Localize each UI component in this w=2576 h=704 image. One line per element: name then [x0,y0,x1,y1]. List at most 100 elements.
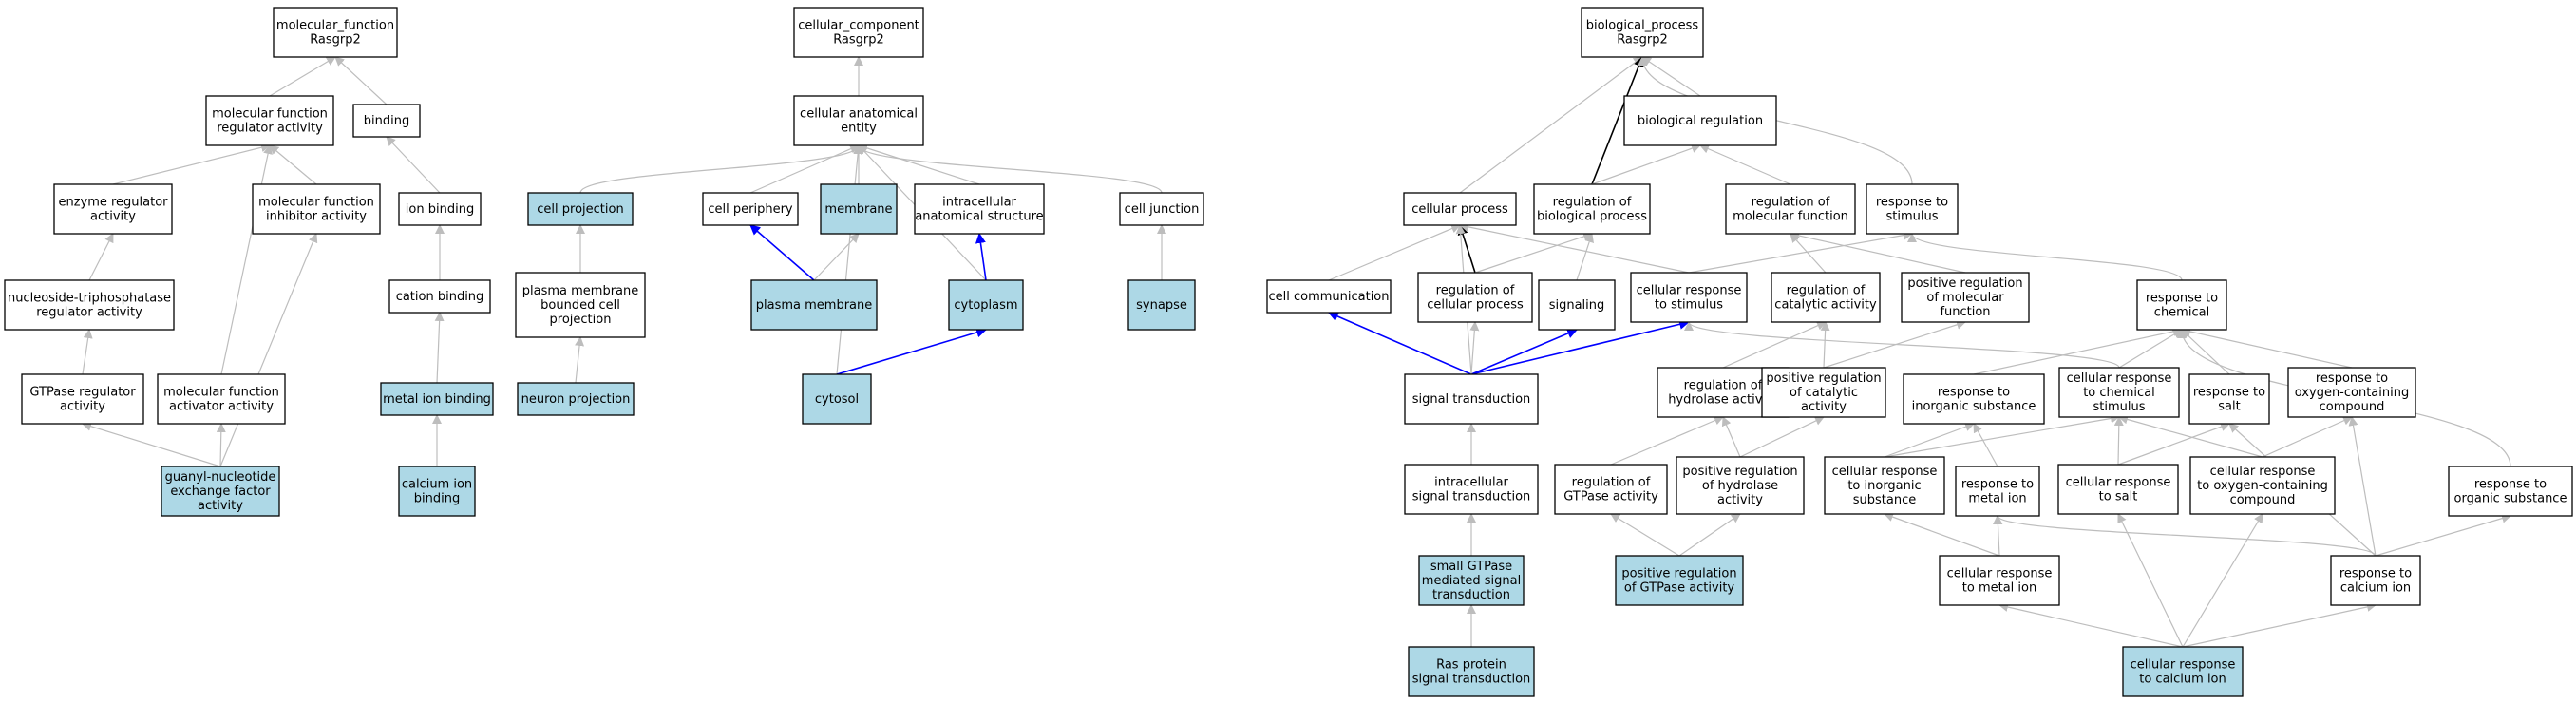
node-label: activity [60,400,105,414]
node-label: regulator activity [217,122,323,136]
node-box [21,373,144,425]
node-plasma-membrane[interactable]: plasma membrane [750,279,878,331]
node-cytoplasm[interactable]: cytoplasm [948,279,1024,331]
node-label: cellular response [1832,465,1938,479]
node-box [1538,279,1616,331]
edge-plasma_membrane-to-cell_periphery [749,224,815,281]
node-cell-junction[interactable]: cell junction [1119,192,1204,226]
node-box [1418,555,1525,606]
node-box [1404,373,1539,425]
node-label: salt [2218,400,2240,414]
node-cell-comm[interactable]: cell communication [1266,279,1392,314]
edge-signaling-to-reg_bp [1576,233,1594,281]
node-label: cellular response [2066,476,2171,490]
node-label: plasma membrane [522,284,639,298]
node-binding[interactable]: binding [352,104,421,138]
node-ion-binding[interactable]: ion binding [398,192,482,226]
edge-resp_oxy-to-resp_chem [2181,327,2353,369]
node-cation-binding[interactable]: cation binding [388,279,491,314]
node-metal-ion-binding[interactable]: metal ion binding [380,382,494,416]
node-box [1266,279,1392,314]
node-box [1771,272,1881,323]
node-label: entity [841,122,877,136]
edge-cr_metal-to-resp_metal [1993,515,2003,557]
node-cellular-process[interactable]: cellular process [1403,192,1517,226]
node-cytosol[interactable]: cytosol [802,373,872,425]
edge-pos_reg_cat-to-reg_cat [1820,321,1830,369]
node-signaling[interactable]: signaling [1538,279,1616,331]
node-box [2330,555,2421,606]
edge-reg_bp-to-bp_root [1591,55,1644,185]
node-label: regulation of [1436,284,1515,298]
node-label: cellular anatomical [800,107,918,122]
node-label: response to [2193,386,2265,400]
node-label: catalytic activity [1774,298,1877,313]
edge-reg_bp-to-bio_reg [1591,143,1701,185]
node-neuron-projection[interactable]: neuron projection [517,382,635,416]
node-cell-projection[interactable]: cell projection [527,192,634,226]
node-label: cellular response [1947,567,2053,581]
node-label: of catalytic [1790,386,1858,400]
edge-cr_calcium-to-cr_salt [2117,513,2184,648]
edge-sig_trans-to-crs [1470,318,1691,375]
node-cell-periphery[interactable]: cell periphery [702,192,799,226]
node-synapse[interactable]: synapse [1127,279,1196,331]
node-box [527,192,634,226]
node-label: regulator activity [36,306,142,320]
edge-resp_calcium-to-resp_oxy [2348,416,2377,557]
node-label: regulation of [1787,284,1866,298]
node-membrane[interactable]: membrane [820,183,898,235]
node-label: cellular response [2210,465,2316,479]
node-box [1404,464,1539,515]
node-label: substance [1853,493,1917,507]
edge-gtpase_reg-to-ntp_reg [82,329,93,375]
node-sig-trans[interactable]: signal transduction [1404,373,1539,425]
edge-reg_cat-to-reg_mf [1790,233,1827,274]
node-bio-reg[interactable]: biological regulation [1623,95,1777,146]
node-label: response to [2146,292,2218,306]
node-box [1903,373,2045,425]
edge-layer [82,55,2511,648]
